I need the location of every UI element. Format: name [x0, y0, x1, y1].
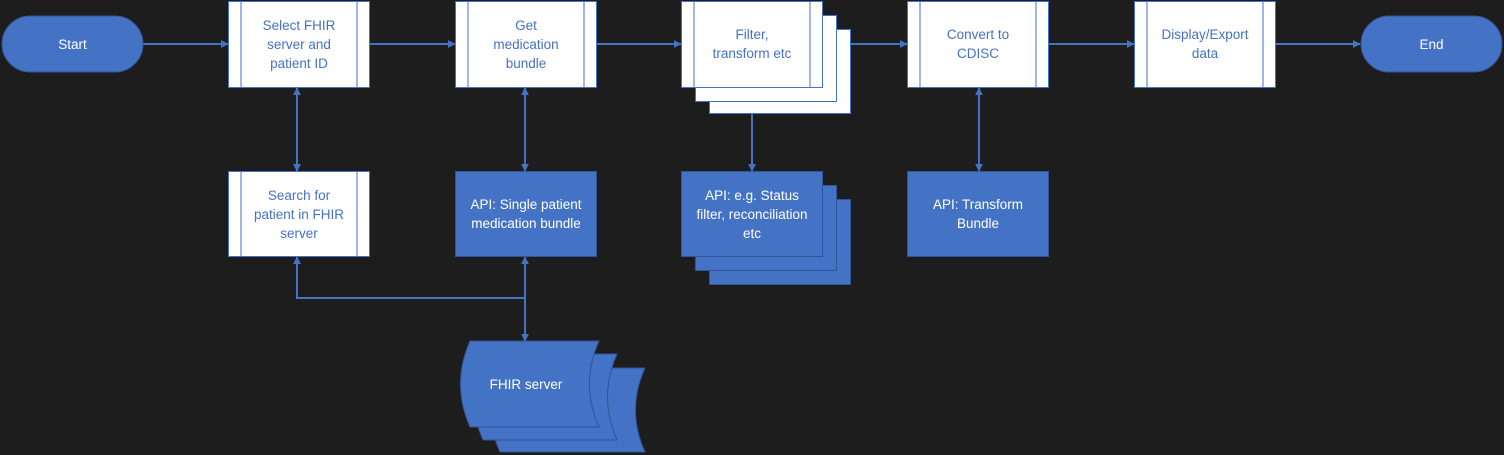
api-single-box [455, 171, 597, 257]
end-terminator [1360, 15, 1503, 73]
select-box [228, 1, 370, 88]
arrow-fhir-to-search [293, 256, 525, 299]
display-box [1134, 1, 1276, 88]
start-terminator [1, 15, 144, 73]
filter-box-stack [681, 1, 851, 114]
connectors [143, 40, 1361, 342]
search-box [228, 171, 370, 257]
get-box [455, 1, 597, 88]
api-transform-box [907, 171, 1049, 257]
api-status-box-stack [681, 171, 851, 285]
fhir-server-shape [460, 340, 646, 453]
convert-box [907, 1, 1049, 88]
